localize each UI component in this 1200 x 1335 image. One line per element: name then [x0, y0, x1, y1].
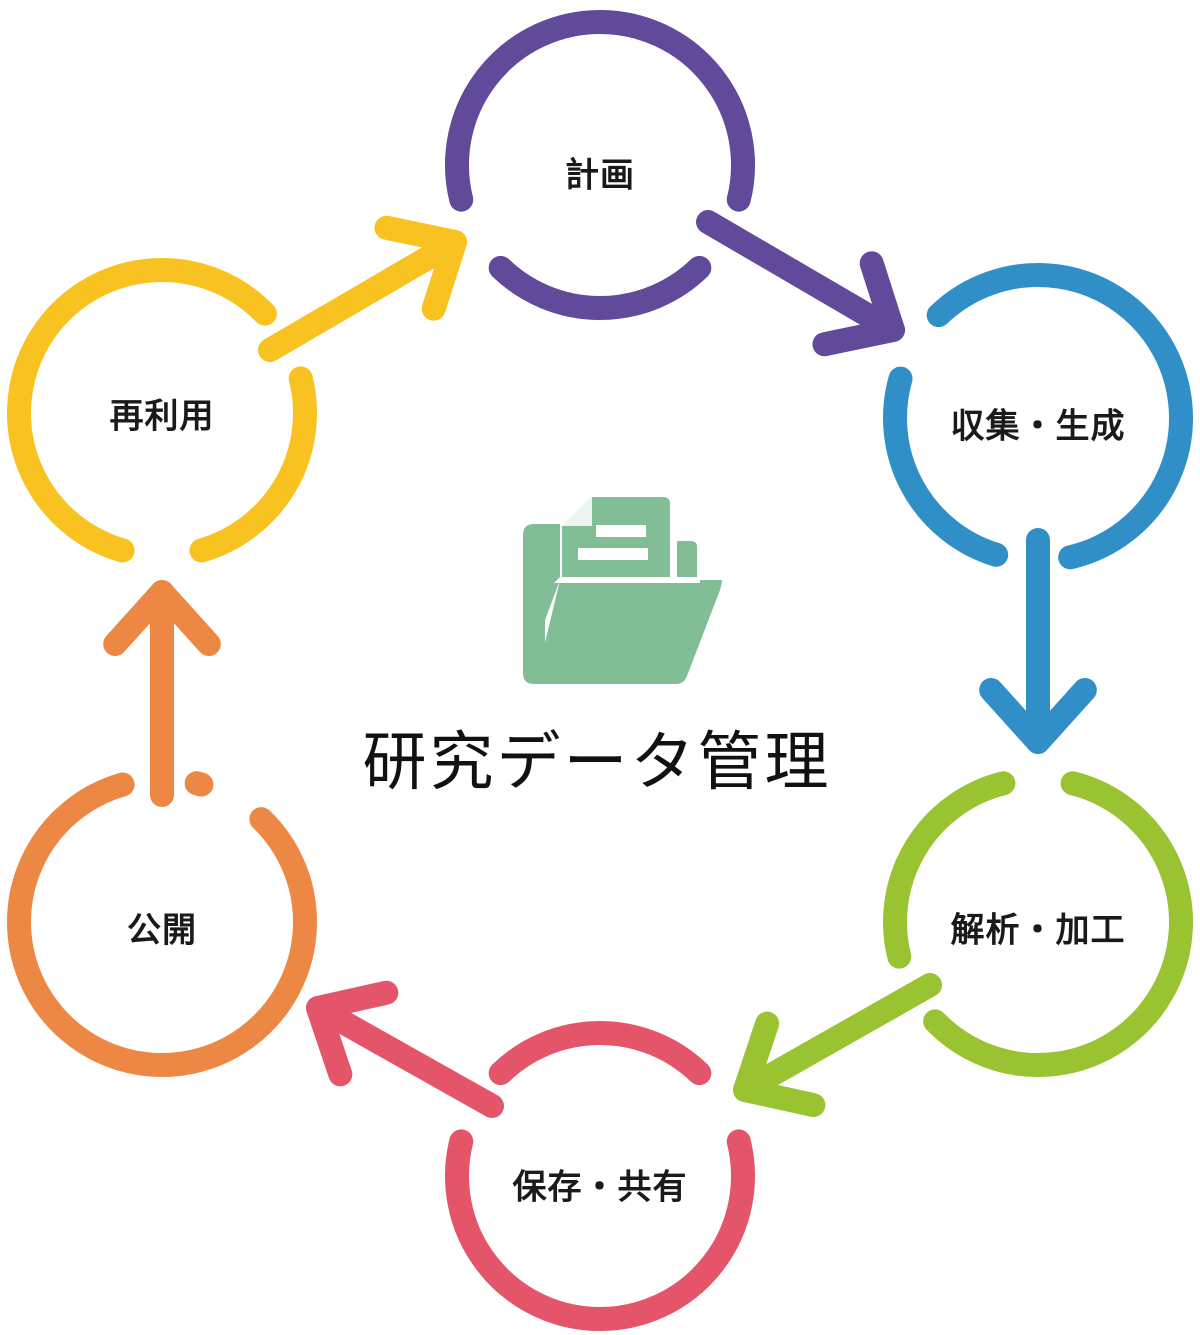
arrow-reuse-to-plan: [258, 215, 467, 362]
folder-icon-part-4: [596, 525, 646, 537]
stage-ring-plan-arc-2: [445, 10, 755, 212]
arrow-shaft: [738, 973, 942, 1100]
stage-ring-analyze-arc-1: [883, 771, 1016, 969]
arrow-head-2: [979, 677, 1050, 754]
arrow-plan-to-collect: [696, 210, 905, 357]
folder-icon-part-8: [554, 577, 700, 583]
stage-label-analyze: 解析・加工: [950, 910, 1126, 951]
stage-ring-collect-arc-1: [883, 366, 1009, 567]
arrow-head-2: [150, 580, 221, 657]
arrow-head-2: [306, 980, 399, 1020]
arrow-head-2: [421, 230, 467, 321]
arrow-shaft: [258, 233, 462, 362]
arrow-head-2: [733, 1011, 780, 1102]
arrow-shaft: [696, 210, 900, 339]
arrow-shaft: [311, 998, 504, 1118]
folder-icon-part-5: [578, 548, 648, 560]
stage-ring-analyze-arc-2: [923, 771, 1193, 1077]
stage-ring-collect-arc-2: [926, 263, 1193, 570]
stage-ring-reuse-arc-1: [7, 258, 277, 563]
folder-icon-part-6: [677, 541, 697, 580]
stage-label-publish: 公開: [127, 910, 197, 951]
folder-icon-part-1: [523, 524, 560, 684]
stage-label-collect: 収集・生成: [950, 406, 1126, 447]
arrow-store-to-publish: [306, 980, 504, 1118]
diagram-title: 研究データ管理: [362, 726, 832, 800]
stage-ring-store-arc-1: [488, 1021, 712, 1086]
stage-label-reuse: 再利用: [109, 396, 215, 437]
stage-ring-store-arc-2: [445, 1129, 755, 1331]
arrow-publish-to-reuse: [103, 580, 221, 807]
stage-label-plan: 計画: [565, 155, 635, 196]
stage-ring-reuse-arc-2: [189, 366, 317, 563]
folder-icon-part-7: [536, 580, 722, 684]
arrow-analyze-to-store: [733, 973, 942, 1118]
stage-label-store: 保存・共有: [512, 1167, 688, 1208]
stage-ring-publish-arc-1: [184, 771, 214, 797]
stage-ring-plan-arc-1: [488, 255, 712, 320]
folder-icon-part-3: [562, 497, 592, 526]
stage-ring-publish-arc-2: [7, 772, 317, 1077]
arrow-collect-to-analyze: [979, 528, 1097, 754]
folder-document-icon: [523, 497, 722, 684]
arrow-head-2: [812, 318, 905, 357]
